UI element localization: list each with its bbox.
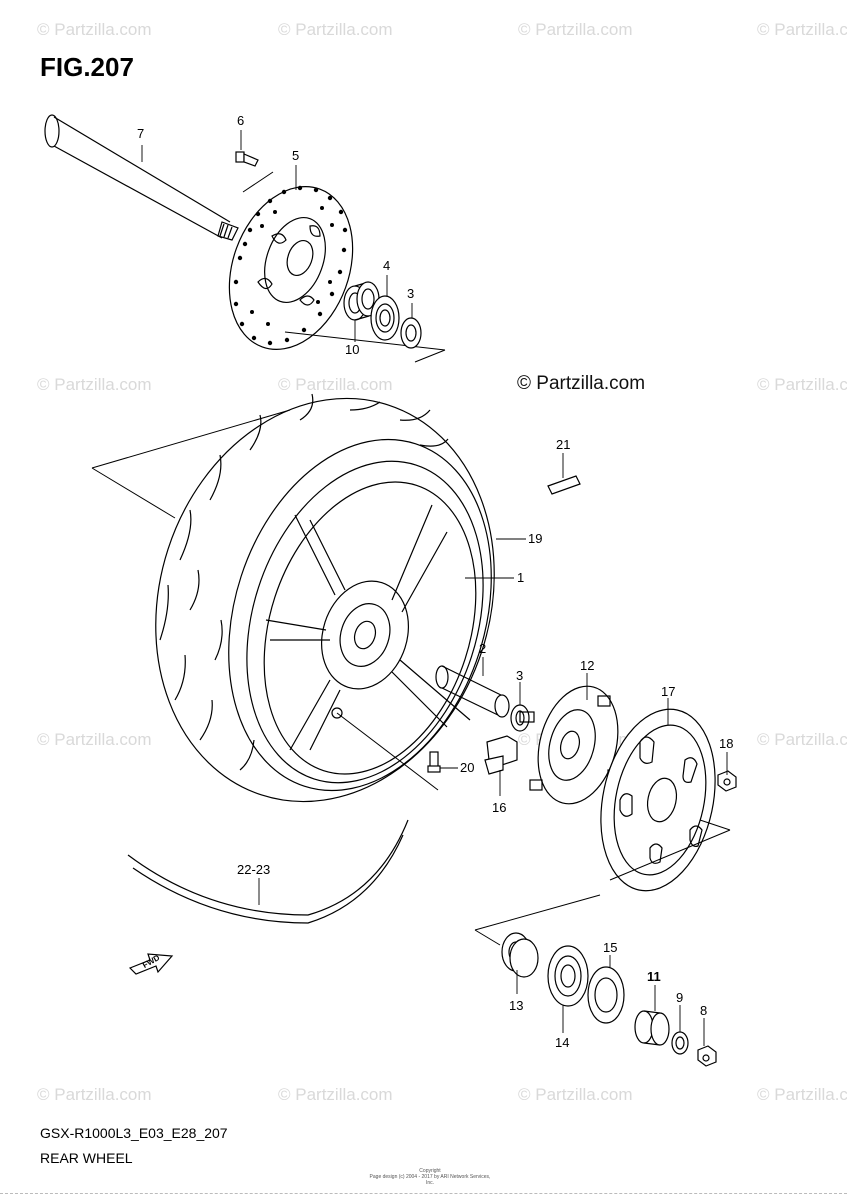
callout-1: 1 [517, 570, 525, 585]
rim-tape-part[interactable] [127, 819, 409, 924]
watermark: © Partzilla.com [37, 20, 152, 39]
watermark: © Partzilla.com [518, 1085, 633, 1104]
callout-18: 18 [719, 736, 734, 751]
callout-4: 4 [383, 258, 391, 273]
copyright-notice: Copyright Page design (c) 2004 - 2017 by… [369, 1168, 491, 1186]
watermark: © Partzilla.com [518, 20, 633, 39]
rear-axle-part[interactable] [44, 114, 239, 241]
watermark: © Partzilla.com [278, 20, 393, 39]
sprocket-nut-part[interactable] [717, 770, 737, 792]
watermark: © Partzilla.com [278, 375, 393, 394]
callout-11: 11 [647, 969, 661, 984]
callout-15: 15 [603, 940, 618, 955]
disc-bolt-part[interactable] [235, 151, 259, 167]
callout-13: 13 [509, 998, 524, 1013]
callout-3: 3 [407, 286, 415, 301]
watermark: © Partzilla.com [37, 730, 152, 749]
sprocket-spacer-part[interactable] [634, 1010, 670, 1046]
watermark: © Partzilla.com [757, 730, 847, 749]
callout-17: 17 [661, 684, 676, 699]
damper-part[interactable] [484, 735, 518, 775]
watermark: © Partzilla.com [278, 1085, 393, 1104]
bottom-divider [0, 1193, 847, 1194]
callout-22-23: 22-23 [237, 862, 271, 877]
seal-part[interactable] [400, 317, 422, 349]
callout-7: 7 [137, 126, 145, 141]
callout-5: 5 [292, 148, 300, 163]
callout-2: 2 [479, 641, 487, 656]
callout-12: 12 [580, 658, 595, 673]
collar-part[interactable] [501, 932, 539, 978]
watermark: © Partzilla.com [757, 20, 847, 39]
rear-sprocket-part[interactable] [585, 699, 731, 902]
callout-19: 19 [528, 531, 543, 546]
callout-16: 16 [492, 800, 507, 815]
callout-6: 6 [237, 113, 245, 128]
balance-weight-part[interactable] [547, 475, 581, 495]
callout-9: 9 [676, 990, 684, 1005]
rear-wheel-tire-part[interactable] [105, 354, 546, 846]
washer-part[interactable] [671, 1031, 689, 1055]
forward-arrow-icon [128, 953, 174, 975]
wheel-spacer-part[interactable] [435, 665, 510, 718]
callout-21: 21 [556, 437, 571, 452]
watermark: © Partzilla.com [37, 1085, 152, 1104]
bearing-part[interactable] [370, 295, 400, 341]
callout-3: 3 [516, 668, 524, 683]
callout-leaders [141, 130, 728, 1046]
sprocket-seal-part[interactable] [587, 966, 625, 1024]
brake-disc-part[interactable] [208, 169, 374, 367]
callout-20: 20 [460, 760, 475, 775]
sprocket-drum-part[interactable] [519, 677, 630, 813]
callout-14: 14 [555, 1035, 570, 1050]
axle-nut-part[interactable] [697, 1045, 717, 1067]
callout-10: 10 [345, 342, 360, 357]
brand-watermark: © Partzilla.com [517, 373, 646, 394]
valve-part[interactable] [427, 751, 441, 773]
watermark: © Partzilla.com [37, 375, 152, 394]
figure-title: FIG.207 [40, 52, 134, 82]
sprocket-bearing-part[interactable] [547, 945, 589, 1007]
callout-8: 8 [700, 1003, 708, 1018]
watermark: © Partzilla.com [757, 375, 847, 394]
watermark: © Partzilla.com [757, 1085, 847, 1104]
section-name: REAR WHEEL [40, 1150, 133, 1166]
model-code: GSX-R1000L3_E03_E28_207 [40, 1125, 228, 1141]
